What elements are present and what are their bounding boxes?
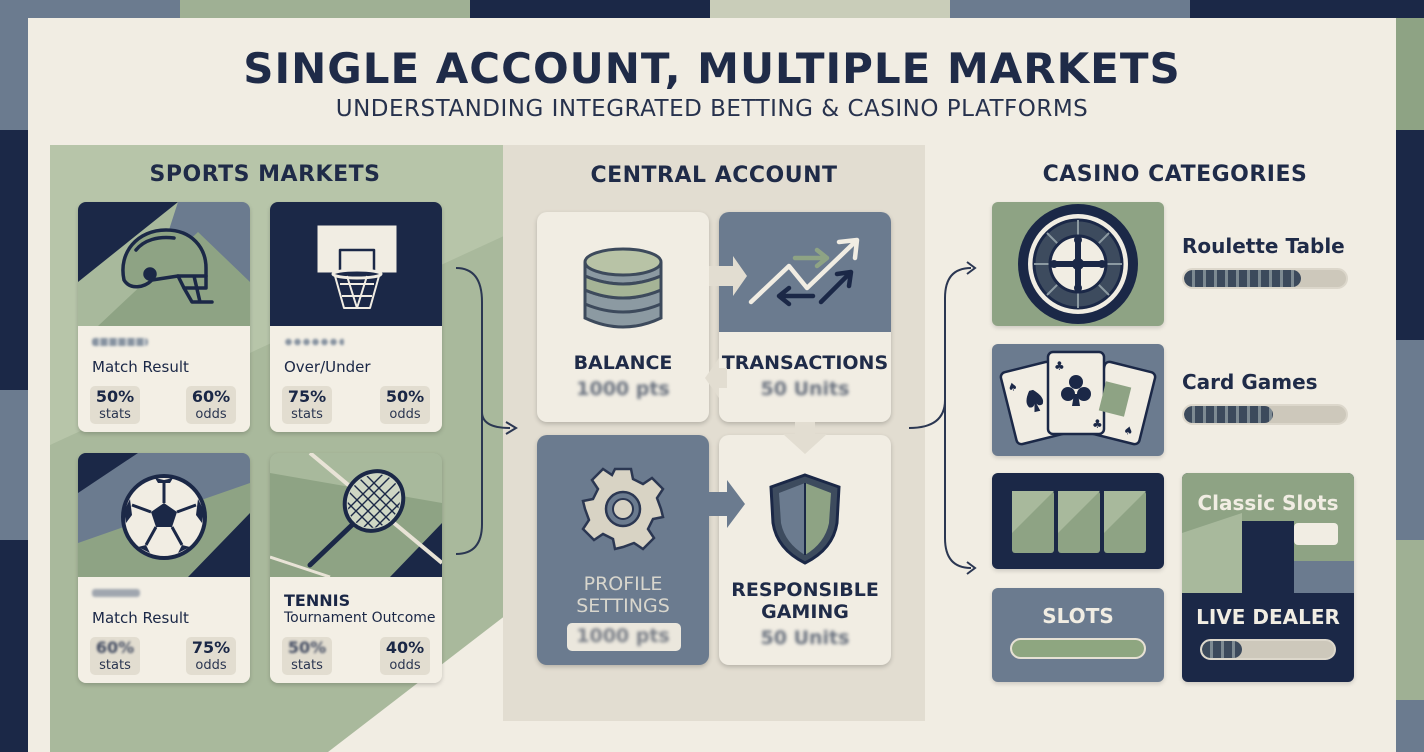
sport-card-basketball[interactable]: Over/Under 75% stats 50% odds <box>270 202 442 432</box>
roulette-progress <box>1182 268 1348 289</box>
gear-icon <box>581 467 665 551</box>
profile-label-line1: PROFILE <box>583 573 663 595</box>
live-dealer-progress-fill <box>1202 641 1242 658</box>
responsible-label-line1: RESPONSIBLE <box>731 579 879 601</box>
card-art <box>270 202 442 326</box>
sports-to-account-connector <box>455 267 518 555</box>
balance-value: 1000 pts <box>576 378 670 400</box>
football-helmet-icon <box>121 228 214 304</box>
balance-tile[interactable]: BALANCE 1000 pts <box>537 212 709 422</box>
page-title: SINGLE ACCOUNT, MULTIPLE MARKETS <box>243 44 1181 93</box>
classic-slots-name: Classic Slots <box>1197 491 1339 515</box>
sport-card-soccer[interactable]: Match Result 60% stats 75% odds <box>78 453 250 683</box>
balance-label: BALANCE <box>573 352 673 374</box>
slots-progress-fill <box>1012 640 1144 657</box>
svg-text:♠: ♠ <box>1006 380 1019 395</box>
transactions-tile[interactable]: TRANSACTIONS 50 Units <box>719 212 891 422</box>
svg-text:♣: ♣ <box>1092 417 1103 431</box>
card-games-tile[interactable]: ♣ ♣ ♠ ♠ <box>992 344 1164 456</box>
svg-text:♠: ♠ <box>1122 423 1135 438</box>
market-name: Over/Under <box>284 358 371 376</box>
profile-settings-tile[interactable]: PROFILE SETTINGS 1000 pts <box>537 435 709 665</box>
sports-heading: SPORTS MARKETS <box>149 162 381 187</box>
card-art <box>270 453 442 577</box>
card-art <box>78 453 250 577</box>
account-to-casino-connector <box>908 261 977 575</box>
responsible-value: 50 Units <box>760 627 850 649</box>
live-dealer-tile[interactable]: Classic Slots LIVE DEALER <box>1182 473 1354 682</box>
card-games-name: Card Games <box>1182 370 1318 394</box>
coin-stack-icon <box>583 247 663 329</box>
sport-name: TENNIS <box>284 591 351 610</box>
live-dealer-art <box>1182 473 1354 593</box>
live-dealer-progress <box>1200 639 1336 660</box>
slots-progress <box>1010 638 1146 659</box>
playing-cards-icon: ♣ ♣ ♠ ♠ <box>999 350 1157 446</box>
stats-box: 75% stats <box>282 386 332 424</box>
card-games-progress-fill <box>1184 406 1274 423</box>
roulette-wheel-icon <box>1018 204 1138 324</box>
account-heading: CENTRAL ACCOUNT <box>590 163 838 188</box>
roulette-tile[interactable] <box>992 202 1164 326</box>
roulette-progress-fill <box>1184 270 1301 287</box>
card-art <box>78 202 250 326</box>
sport-card-tennis[interactable]: TENNIS Tournament Outcome 50% stats 40% … <box>270 453 442 683</box>
roulette-name: Roulette Table <box>1182 234 1345 258</box>
slots-tile[interactable]: SLOTS <box>992 588 1164 682</box>
market-name: Match Result <box>92 609 189 627</box>
slot-reels-icon <box>1012 491 1146 553</box>
market-name: Tournament Outcome <box>284 610 436 626</box>
odds-box: 75% odds <box>186 637 236 675</box>
profile-value: 1000 pts <box>576 625 670 647</box>
casino-heading: CASINO CATEGORIES <box>1042 162 1308 187</box>
odds-box: 60% odds <box>186 386 236 424</box>
account-flow-arrows <box>705 256 827 528</box>
profile-value-chip <box>567 623 681 651</box>
svg-text:♣: ♣ <box>1054 359 1065 373</box>
transactions-value: 50 Units <box>760 378 850 400</box>
page-subtitle: UNDERSTANDING INTEGRATED BETTING & CASIN… <box>335 96 1089 122</box>
slots-name: SLOTS <box>1042 604 1114 628</box>
profile-label-line2: SETTINGS <box>576 595 670 617</box>
exchange-arrows-icon <box>748 237 860 307</box>
shield-icon <box>769 473 841 565</box>
responsible-gaming-tile[interactable]: RESPONSIBLE GAMING 50 Units <box>719 435 891 665</box>
basketball-hoop-icon <box>314 222 400 309</box>
stats-box: 50% stats <box>90 386 140 424</box>
transactions-label: TRANSACTIONS <box>721 352 889 374</box>
card-games-progress <box>1182 404 1348 425</box>
stats-box: 50% stats <box>282 637 332 675</box>
odds-box: 50% odds <box>380 386 430 424</box>
odds-box: 40% odds <box>380 637 430 675</box>
responsible-label-line2: GAMING <box>761 601 849 623</box>
sport-card-football[interactable]: Match Result 50% stats 60% odds <box>78 202 250 432</box>
tennis-racket-icon <box>307 468 411 568</box>
slot-reels-tile[interactable] <box>992 473 1164 569</box>
stats-box: 60% stats <box>90 637 140 675</box>
market-name: Match Result <box>92 358 189 376</box>
soccer-ball-icon <box>121 474 207 560</box>
live-dealer-name: LIVE DEALER <box>1196 605 1340 629</box>
